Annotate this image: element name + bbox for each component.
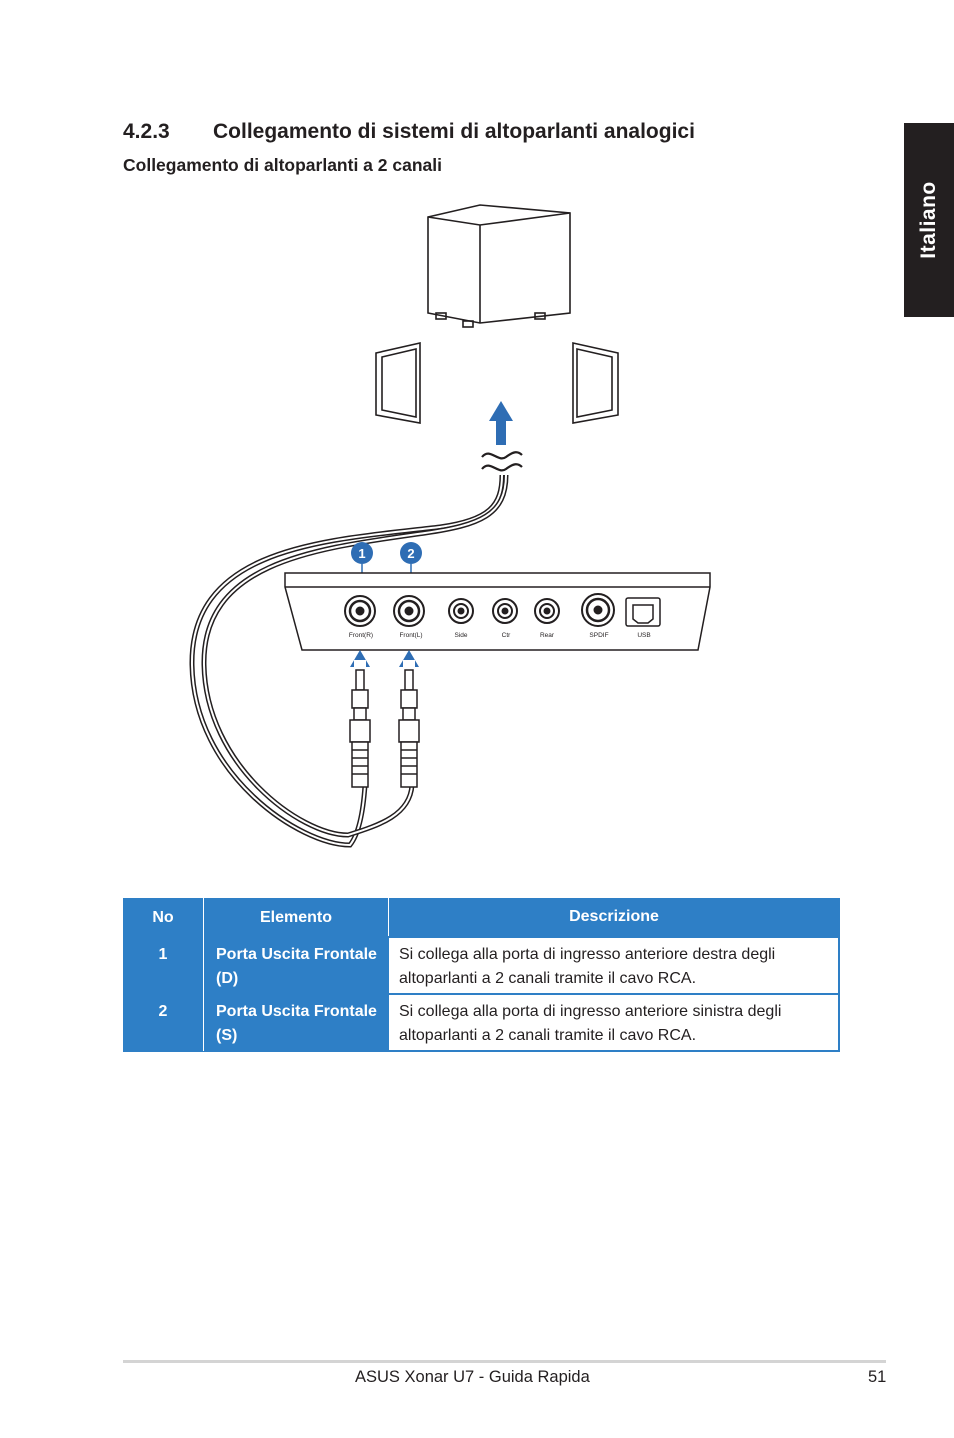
rca-plug-left — [398, 669, 420, 788]
plug-arrows — [350, 650, 419, 667]
left-speaker-illustration — [375, 341, 421, 424]
ports-table: No Elemento Descrizione 1 Porta Uscita F… — [123, 898, 840, 1052]
port-front-r — [344, 595, 376, 627]
port-label-side: Side — [454, 632, 467, 639]
port-spdif — [581, 593, 615, 627]
language-tab: Italiano — [904, 123, 954, 317]
footer-title: ASUS Xonar U7 - Guida Rapida — [355, 1368, 590, 1386]
table-row: 1 Porta Uscita Frontale (D) Si collega a… — [123, 936, 840, 995]
row-element: Porta Uscita Frontale (S) — [203, 994, 389, 1051]
row-no: 1 — [123, 937, 204, 994]
table-header-row: No Elemento Descrizione — [123, 898, 839, 937]
port-label-rear: Rear — [540, 632, 555, 639]
port-rear — [534, 598, 560, 624]
rca-cable — [189, 474, 509, 848]
port-label-usb: USB — [637, 632, 650, 639]
port-label-front-r: Front(R) — [349, 632, 373, 639]
header-description: Descrizione — [388, 898, 839, 937]
row-description: Si collega alla porta di ingresso anteri… — [388, 936, 840, 995]
output-arrow — [489, 401, 513, 445]
language-tab-label: Italiano — [917, 181, 940, 259]
callout-1-label: 1 — [358, 546, 365, 561]
diagram-svg: 1 2 — [189, 204, 711, 848]
connection-diagram: 1 2 — [180, 195, 740, 885]
header-element: Elemento — [203, 898, 389, 937]
page-number: 51 — [868, 1368, 887, 1386]
row-description: Si collega alla porta di ingresso anteri… — [388, 993, 840, 1052]
right-speaker-illustration — [572, 342, 619, 424]
callout-2-label: 2 — [407, 546, 414, 561]
section-title: Collegamento di sistemi di altoparlanti … — [213, 120, 695, 143]
subwoofer-illustration — [427, 204, 571, 328]
section-number: 4.2.3 — [123, 120, 170, 143]
port-label-ctr: Ctr — [502, 632, 512, 639]
cable-break-symbol — [481, 451, 523, 472]
port-front-l — [393, 595, 425, 627]
section-heading: 4.2.3 Collegamento di sistemi di altopar… — [123, 120, 695, 144]
port-side — [448, 598, 474, 624]
subsection-title: Collegamento di altoparlanti a 2 canali — [123, 155, 442, 175]
row-no: 2 — [123, 994, 204, 1051]
port-label-front-l: Front(L) — [399, 632, 422, 639]
footer-divider — [123, 1360, 886, 1363]
port-ctr — [492, 598, 518, 624]
row-element: Porta Uscita Frontale (D) — [203, 937, 389, 994]
port-label-spdif: SPDIF — [589, 632, 608, 639]
table-row: 2 Porta Uscita Frontale (S) Si collega a… — [123, 993, 840, 1052]
rca-plug-right — [349, 669, 371, 788]
header-no: No — [123, 898, 204, 937]
port-usb — [625, 597, 661, 627]
